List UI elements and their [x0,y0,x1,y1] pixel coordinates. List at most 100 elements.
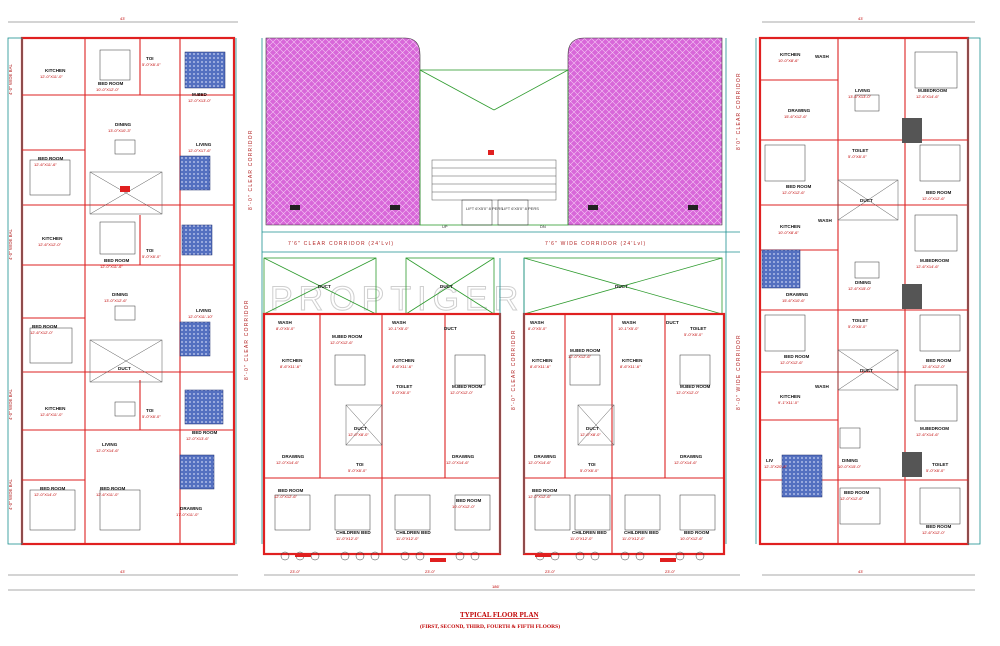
c2-mbed: M.BED ROOM [452,384,483,389]
left-living-1-dim: 12'-0"X17'-6" [188,148,212,153]
left-kitchen-1-dim: 12'-0"X11'-0" [40,74,63,79]
r3-liv: LIV [766,458,774,463]
left-bottom-dim: 43' [120,569,125,574]
c3-kitchen: KITCHEN [532,358,553,363]
c2-toilet: TOILET [396,384,412,389]
left-toi-3: TOI [146,408,154,413]
left-bed-1: BED ROOM [98,81,123,86]
left-dining-1: DINING [115,122,132,127]
overall-dim: 186' [492,584,500,589]
c1-bed-dim: 12'-0"X12'-6" [274,494,298,499]
left-drawing-3-dim: 17'-0"X11'-0" [176,512,199,517]
duct-center-b: DUCT [440,284,453,289]
c2-kitchen-dim: 8'-6"X11'-6" [392,364,413,369]
c1-toi: TOI [356,462,364,467]
r1-kitchen: KITCHEN [780,52,801,57]
c1-duct: DUCT [354,426,367,431]
center-dim-1: 23'-0" [290,569,301,574]
left-balcony-label-3: 4'-0" WIDE BAL [8,388,13,420]
c3-duct-dim: 12'-0"X8'-0" [580,432,601,437]
left-kitchen-1: KITCHEN [45,68,66,73]
left-bed2-3: BED ROOM [40,486,65,491]
c2-bed: BED ROOM [456,498,481,503]
r2-drawing-dim: 15'-6"X10'-6" [782,298,806,303]
watermark: PROPTIGER [270,280,524,318]
c1-mbed-dim: 12'-0"X12'-6" [330,340,354,345]
c4-toilet-dim: 5'-0"X8'-0" [684,332,703,337]
r3-dining-dim: 10'-0"X15'-0" [838,464,862,469]
left-kitchen-3-dim: 12'-6"X11'-0" [40,412,63,417]
left-bed2-3-dim: 12'-0"X14'-0" [34,492,58,497]
left-bed-1-dim: 10'-0"X12'-0" [96,87,120,92]
lift-right: LIFT 6'X5'0" 8 PERS [502,206,539,211]
left-bed2-1-dim: 12'-6"X11'-6" [34,162,57,167]
plan-title: TYPICAL FLOOR PLAN [460,611,539,619]
c2-wash: WASH [392,320,406,325]
left-bed2-2-dim: 12'-6"X12'-0" [30,330,54,335]
left-mbed-1: M.BED [192,92,207,97]
r2-mbed-dim: 12'-6"X14'-6" [916,264,940,269]
left-living-1: LIVING [196,142,212,147]
c3-wash: WASH [530,320,544,325]
c2-duct: DUCT [444,326,457,331]
r3-toilet: TOILET [932,462,948,467]
r1-wash: WASH [815,54,829,59]
r1-bed: BED ROOM [786,184,811,189]
center-corridor-right-label: 7'6" WIDE CORRIDOR (24'Lvl) [545,241,646,247]
c2-drawing-dim: 12'-0"X14'-6" [446,460,470,465]
center-vertical-corridor-left: 8'-0" CLEAR CORRIDOR [244,299,250,380]
left-mbed-1-dim: 12'-0"X13'-0" [188,98,212,103]
c2-bed-dim: 10'-0"X12'-0" [452,504,476,509]
c4-mbed-dim: 12'-0"X12'-0" [676,390,700,395]
r3-bed-dim: 12'-0"X12'-6" [840,496,864,501]
left-toi-3-dim: 5'-0"X8'-0" [142,414,161,419]
r2-dining: DINING [855,280,872,285]
c4-wash-dim: 10'-1"X5'-0" [618,326,639,331]
right-corridor-top-label: 8'0" CLEAR CORRIDOR [736,72,742,150]
c4-wash: WASH [622,320,636,325]
left-toi-1-dim: 5'-0"X8'-0" [142,62,161,67]
right-corridor-bottom-label: 8'-0" WIDE CORRIDOR [736,334,742,410]
left-corridor: 8'-0" CLEAR CORRIDOR [235,38,263,544]
left-bed2-2: BED ROOM [32,324,57,329]
dimension-lines: 43' 43' 43' 43' 186' 23'-0" 23'-0" 23'-0… [8,16,975,591]
lift-left: LIFT 6'X5'0" 8 PERS [466,206,503,211]
c4-drawing-dim: 12'-0"X14'-6" [674,460,698,465]
r2-mbed: M.BEDROOM [920,258,949,263]
left-balcony-label-2: 4'-0" WIDE BAL [8,228,13,260]
c4-mbed: M.BED ROOM [680,384,711,389]
r2-wash: WASH [818,218,832,223]
r2-bed: BED ROOM [784,354,809,359]
r3-kitchen: KITCHEN [780,394,801,399]
left-block: KITCHEN 12'-0"X11'-0" BED ROOM 10'-0"X12… [7,36,236,546]
left-living-2-dim: 12'-0"X11'-10" [188,314,214,319]
r1-bed-dim: 12'-0"X12'-6" [782,190,806,195]
r1-mbed: M.BEDROOM [918,88,947,93]
left-dining-1-dim: 13'-0"X10'-3" [108,128,132,133]
left-bed-2: BED ROOM [104,258,129,263]
plan-title-block: TYPICAL FLOOR PLAN (FIRST, SECOND, THIRD… [420,611,560,630]
r3-bed2-dim: 12'-6"X12'-0" [922,530,946,535]
stair-lift-core: LIFT 6'X5'0" 8 PERS LIFT 6'X5'0" 8 PERS … [419,69,569,229]
r2-dining-dim: 12'-6"X15'-0" [848,286,872,291]
r2-bed-dim: 12'-0"X12'-6" [780,360,804,365]
left-bed-2-dim: 12'-0"X11'-6" [100,264,123,269]
r3-dining: DINING [842,458,859,463]
c4-bed-dim: 10'-0"X12'-6" [680,536,704,541]
c1-wash: WASH [278,320,292,325]
c2-children-dim: 11'-0"X12'-0" [396,536,419,541]
left-dining-2-dim: 13'-0"X12'-6" [104,298,128,303]
c3-drawing: DRAWING [534,454,557,459]
r3-wash: WASH [815,384,829,389]
c4-duct: DUCT [666,320,679,325]
c3-children-dim: 11'-0"X12'-0" [570,536,593,541]
left-balcony-label-1: 4'-0" WIDE BAL [8,63,13,95]
c2-kitchen: KITCHEN [394,358,415,363]
left-drawing-3: DRAWING [180,506,203,511]
c4-bed: BED ROOM [684,530,709,535]
c2-toilet-dim: 5'-0"X8'-0" [392,390,411,395]
r1-bed2: BED ROOM [926,190,951,195]
right-top-dim: 43' [858,16,863,21]
r1-living: LIVING [855,88,871,93]
